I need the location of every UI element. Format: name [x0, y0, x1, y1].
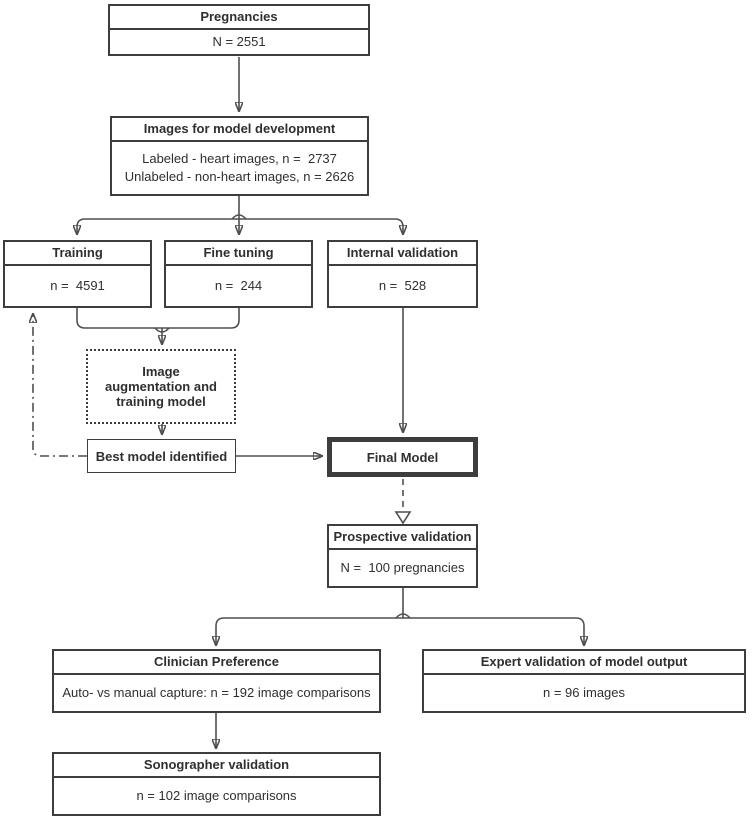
edge-prospective-clinician: [216, 617, 403, 645]
node-images-body: Labeled - heart images, n = 2737 Unlabel…: [112, 142, 367, 194]
node-final-model-label: Final Model: [366, 449, 439, 465]
node-pregnancies: Pregnancies N = 2551: [108, 4, 370, 56]
node-sonographer-validation: Sonographer validation n = 102 image com…: [52, 752, 381, 816]
node-training-body: n = 4591: [50, 278, 105, 294]
node-internal-validation: Internal validation n = 528: [327, 240, 478, 308]
node-expert-validation: Expert validation of model output n = 96…: [422, 649, 746, 713]
node-images-line2: Unlabeled - non-heart images, n = 2626: [124, 169, 355, 184]
node-best-model-identified: Best model identified: [87, 439, 236, 473]
edge-feedback-bestmodel-training: [33, 314, 87, 457]
node-best-model-label: Best model identified: [95, 448, 228, 464]
node-sonographer-body: n = 102 image comparisons: [136, 788, 297, 804]
node-clinician-body: Auto- vs manual capture: n = 192 image c…: [62, 685, 371, 701]
node-sonographer-title: Sonographer validation: [54, 754, 379, 778]
edge-prospective-expert: [403, 617, 584, 645]
node-clinician-preference: Clinician Preference Auto- vs manual cap…: [52, 649, 381, 713]
node-pregnancies-title: Pregnancies: [110, 6, 368, 30]
node-image-augmentation: Image augmentation and training model: [86, 349, 236, 424]
node-images-title: Images for model development: [112, 118, 367, 142]
node-final-model: Final Model: [327, 437, 478, 477]
node-images-for-model-development: Images for model development Labeled - h…: [110, 116, 369, 196]
node-expert-body: n = 96 images: [542, 685, 626, 701]
node-internal-validation-title: Internal validation: [329, 242, 476, 266]
node-training: Training n = 4591: [3, 240, 152, 308]
node-prospective-body: N = 100 pregnancies: [340, 560, 465, 576]
edge-junction-bump-top: [231, 214, 247, 220]
node-expert-title: Expert validation of model output: [424, 651, 744, 675]
node-prospective-validation: Prospective validation N = 100 pregnanci…: [327, 524, 478, 588]
node-fine-tuning-body: n = 244: [214, 278, 263, 294]
node-clinician-title: Clinician Preference: [54, 651, 379, 675]
edge-training-merge: [76, 308, 162, 329]
edge-junction-bump-merge: [154, 327, 170, 333]
node-internal-validation-body: n = 528: [378, 278, 427, 294]
node-fine-tuning-title: Fine tuning: [166, 242, 311, 266]
edge-images-internalvalidation: [239, 218, 403, 234]
edge-images-training: [77, 218, 239, 234]
node-images-line1: Labeled - heart images, n = 2737: [142, 151, 337, 167]
open-arrowhead-icon: [394, 511, 412, 525]
edge-finetuning-merge: [162, 308, 240, 329]
node-training-title: Training: [5, 242, 150, 266]
node-fine-tuning: Fine tuning n = 244: [164, 240, 313, 308]
edge-junction-bump-bottom: [395, 613, 411, 619]
node-image-augmentation-label: Image augmentation and training model: [105, 364, 217, 409]
node-prospective-title: Prospective validation: [329, 526, 476, 550]
node-pregnancies-body: N = 2551: [212, 34, 266, 50]
